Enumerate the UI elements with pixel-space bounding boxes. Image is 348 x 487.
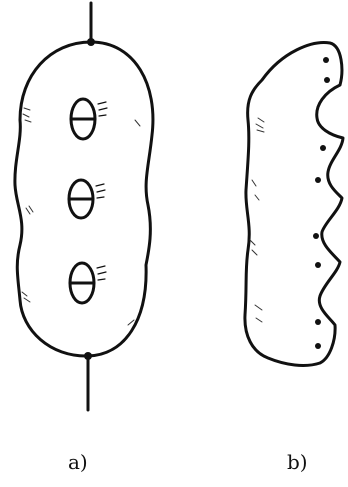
- figure-a-seed-1: [71, 99, 107, 139]
- figure-b-texture: [250, 118, 264, 322]
- figure-a-seed-2: [69, 180, 105, 218]
- figure-a-label: a): [68, 450, 88, 474]
- figure-a-seed-3: [70, 263, 106, 303]
- figure-b-pod-outline: [245, 43, 343, 366]
- figure-b: [245, 43, 343, 366]
- figure-b-label: b): [287, 450, 308, 474]
- figure-a: [15, 3, 153, 410]
